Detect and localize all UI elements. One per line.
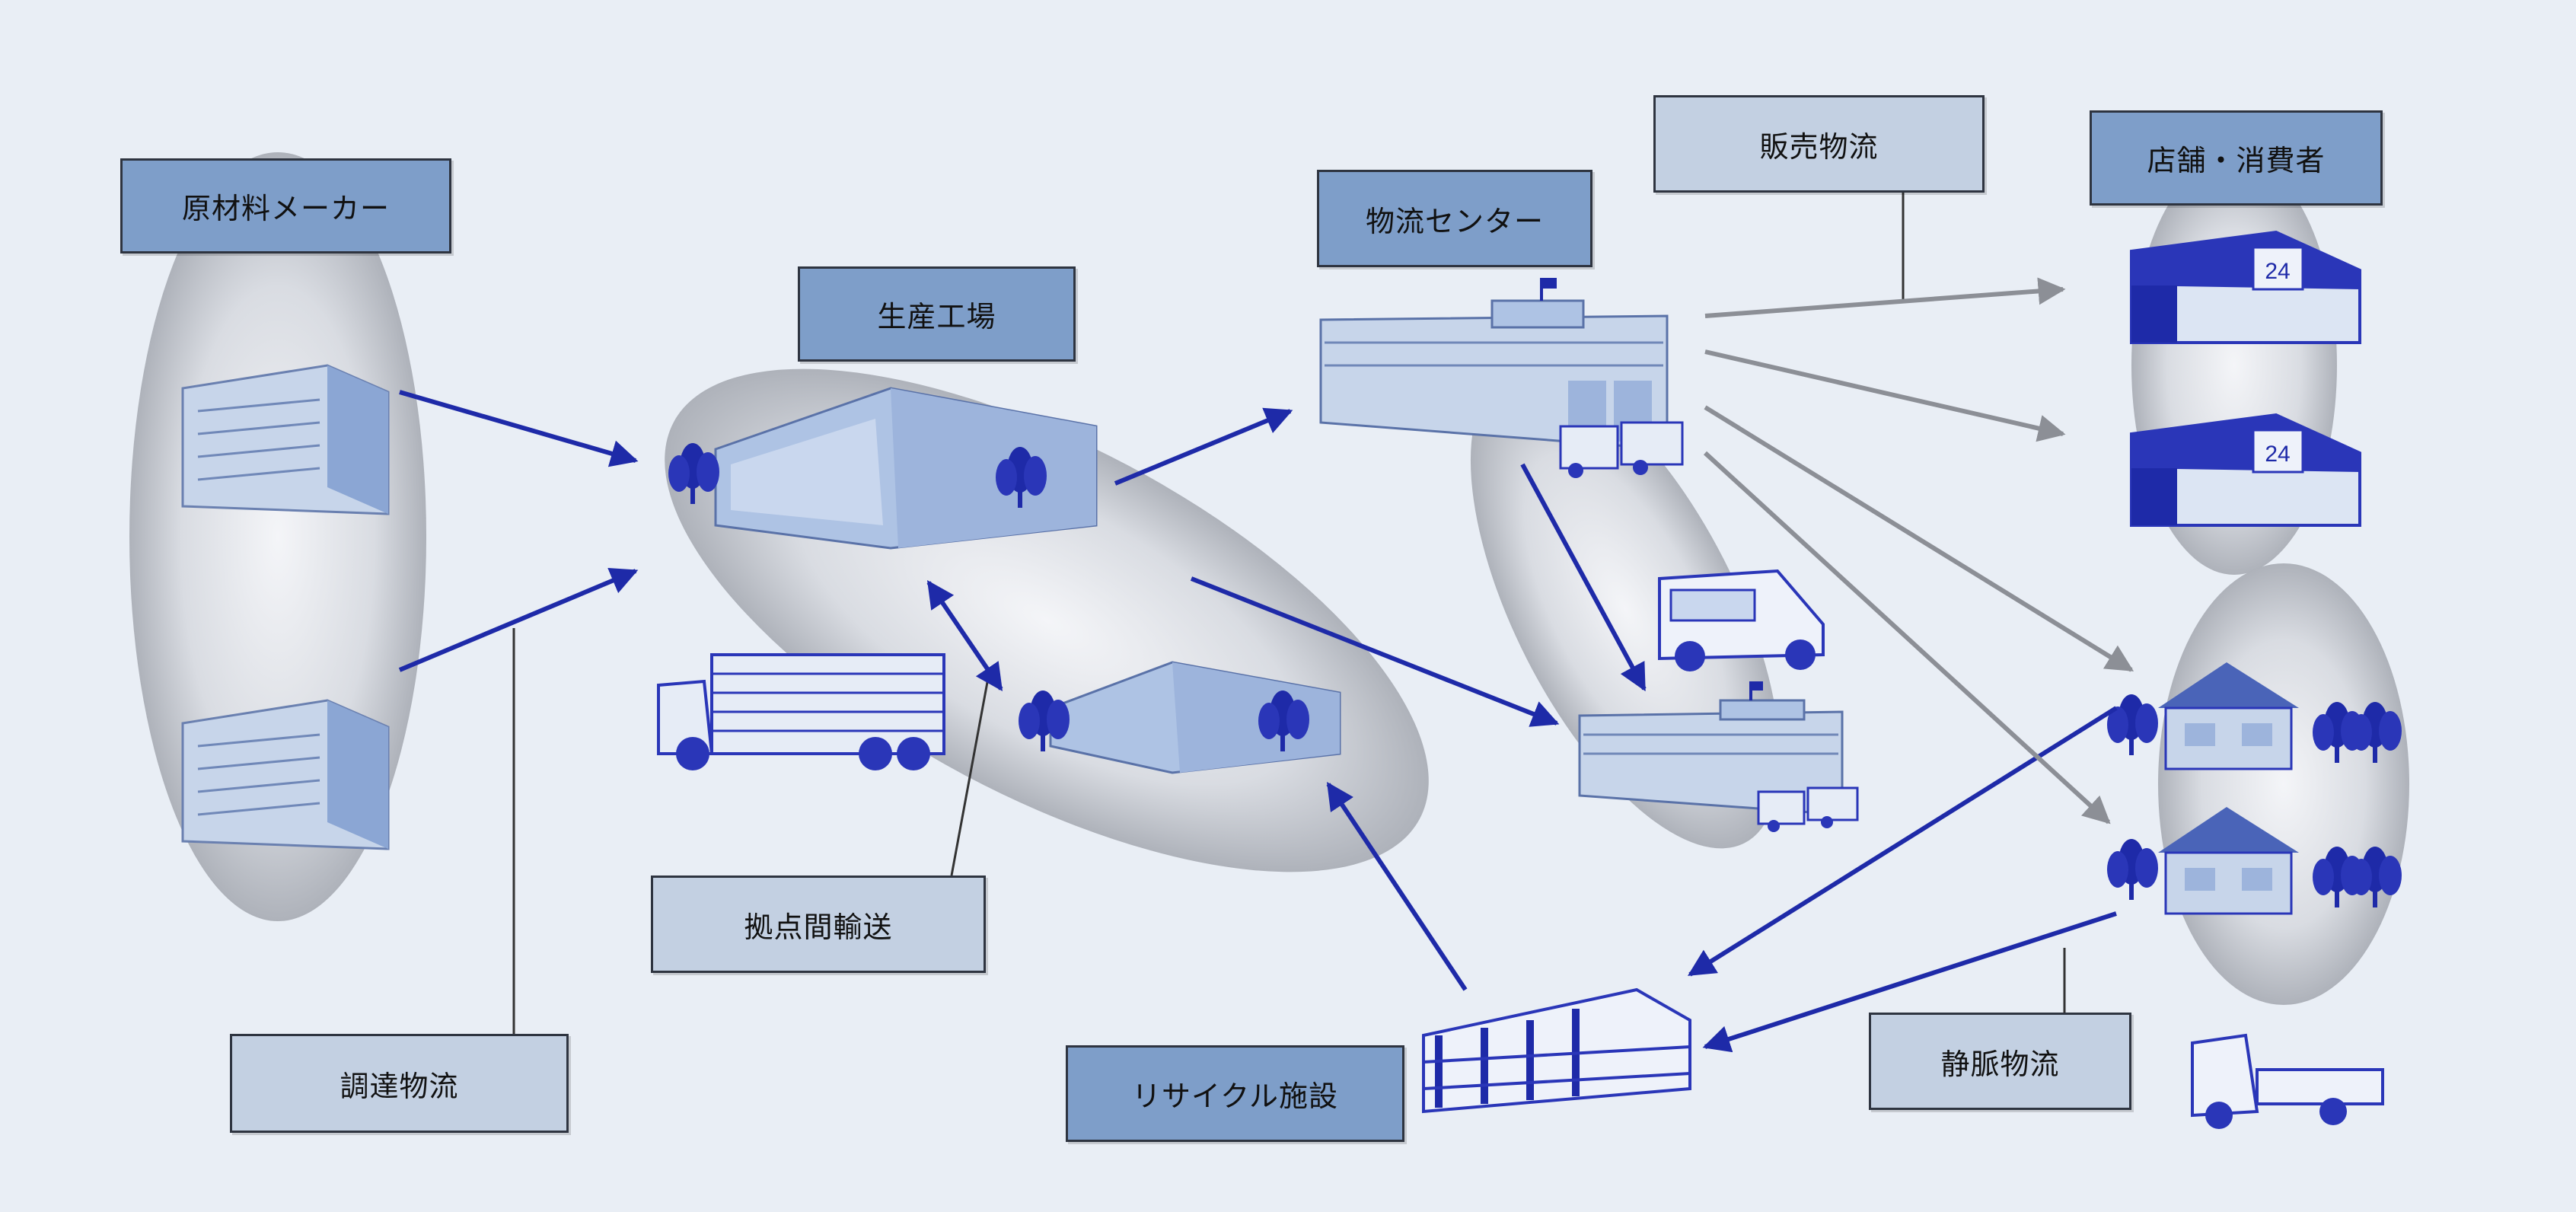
pickup-truck-icon <box>2191 1033 2384 1129</box>
delivery-truck-icon <box>1757 786 1859 832</box>
arrow-supplier2-to-factory <box>398 567 639 672</box>
tree-icon <box>2107 839 2158 900</box>
arrow-center-to-center2 <box>1520 463 1647 692</box>
gray-arrows <box>1703 277 2134 824</box>
arrow-factory-to-center <box>1114 407 1293 486</box>
logistics-center-building-icon <box>1319 278 1669 451</box>
logistics-center-building-icon <box>1578 681 1844 816</box>
arrow-home1-to-recycling <box>1687 706 2118 977</box>
convenience-store-icon: 24 <box>2130 413 2361 527</box>
inter-site-connector <box>950 669 991 876</box>
arrow-center-to-home2 <box>1703 451 2111 824</box>
label-raw-material-maker: 原材料メーカー <box>120 158 451 254</box>
label-sales-logistics: 販売物流 <box>1653 95 1985 193</box>
label-recycling-facility: リサイクル施設 <box>1066 1045 1404 1142</box>
trailer-truck-icon <box>657 653 945 770</box>
label-procurement-logistics: 調達物流 <box>230 1034 569 1133</box>
arrow-center-to-store1 <box>1704 277 2066 318</box>
supplier-building-icon <box>181 699 390 850</box>
home-zone-ellipse <box>2158 563 2409 1005</box>
van-icon <box>1658 569 1825 671</box>
supplier-building-icon <box>181 364 390 515</box>
branch-factory-icon <box>1049 661 1341 774</box>
house-icon <box>2158 662 2299 770</box>
blue-arrows <box>398 390 2118 1053</box>
label-factory: 生産工場 <box>798 266 1076 362</box>
arrow-factory-to-center2 <box>1190 576 1560 727</box>
house-icon <box>2158 807 2299 915</box>
factory-building-icon <box>714 387 1098 550</box>
recycling-facility-icon <box>1422 987 1691 1114</box>
tree-icon <box>2107 694 2158 755</box>
delivery-truck-icon <box>1559 421 1684 478</box>
label-logistics-center: 物流センター <box>1317 170 1592 267</box>
arrow-factory-branch-bidirectional <box>926 580 1003 691</box>
arrow-center-to-home1 <box>1704 405 2134 672</box>
store-24-sign: 24 <box>2265 442 2290 467</box>
arrow-center-to-store2 <box>1704 349 2066 442</box>
label-stores-consumers: 店舗・消費者 <box>2090 110 2383 206</box>
arrow-home2-to-recycling <box>1702 911 2117 1053</box>
arrow-recycling-to-branch <box>1326 782 1468 991</box>
arrow-supplier1-to-factory <box>399 390 639 467</box>
store-24-sign: 24 <box>2265 259 2290 284</box>
convenience-store-icon: 24 <box>2130 230 2361 344</box>
label-reverse-logistics: 静脈物流 <box>1869 1013 2131 1110</box>
label-inter-site-transport: 拠点間輸送 <box>651 876 986 973</box>
